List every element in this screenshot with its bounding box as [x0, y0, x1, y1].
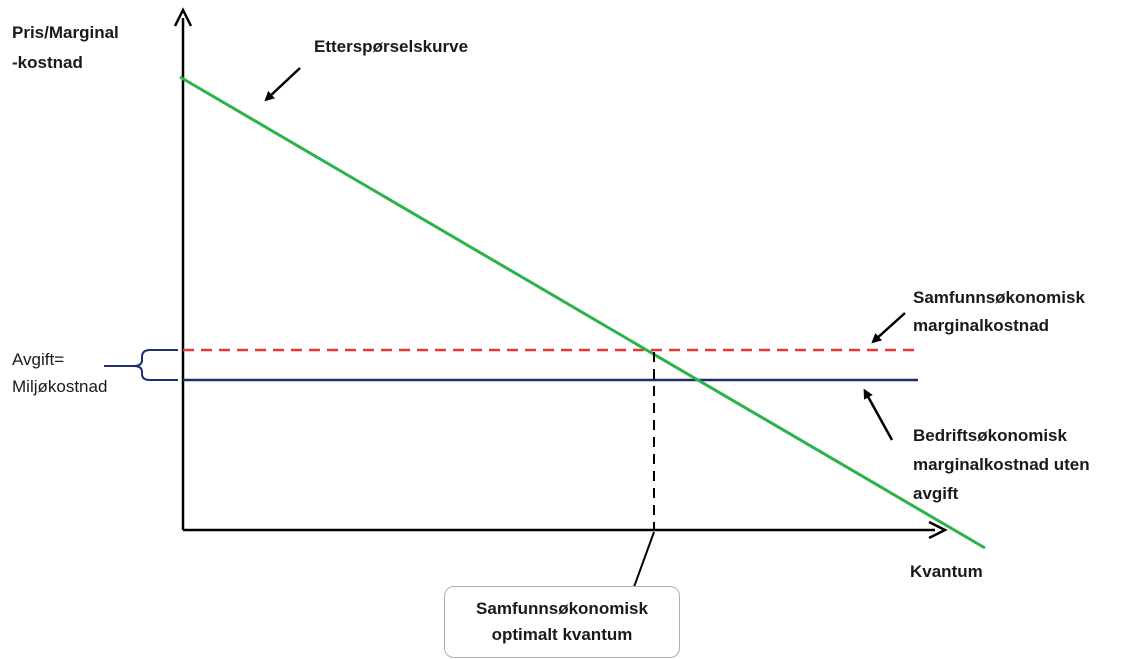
private-cost-label-arrow [863, 388, 894, 441]
tax-label-line2: Miljøkostnad [12, 377, 107, 396]
optimum-callout-line2: optimalt kvantum [491, 625, 633, 644]
social-cost-label-line1: Samfunnsøkonomisk [913, 288, 1085, 307]
tax-brace [104, 349, 178, 381]
x-axis-label: Kvantum [910, 562, 983, 581]
tax-label-line1: Avgift= [12, 350, 64, 369]
social-cost-label-line2: marginalkostnad [913, 316, 1049, 335]
optimum-callout-line1: Samfunnsøkonomisk [476, 599, 648, 618]
private-cost-label-line1: Bedriftsøkonomisk [913, 426, 1068, 445]
private-cost-label-line3: avgift [913, 484, 959, 503]
demand-label-arrow [264, 67, 301, 102]
demand-curve [179, 75, 986, 550]
private-cost-label-line2: marginalkostnad uten [913, 455, 1090, 474]
y-axis-label-line1: Pris/Marginal [12, 23, 119, 42]
social-cost-label-arrow [871, 312, 906, 344]
demand-curve-label: Etterspørselskurve [314, 37, 468, 56]
y-axis-label-line2: -kostnad [12, 53, 83, 72]
optimum-callout-pointer [633, 531, 655, 588]
x-axis-arrowhead [928, 520, 948, 540]
optimum-quantity-callout: Samfunnsøkonomisk optimalt kvantum [444, 586, 680, 658]
y-axis-arrowhead [173, 7, 193, 27]
